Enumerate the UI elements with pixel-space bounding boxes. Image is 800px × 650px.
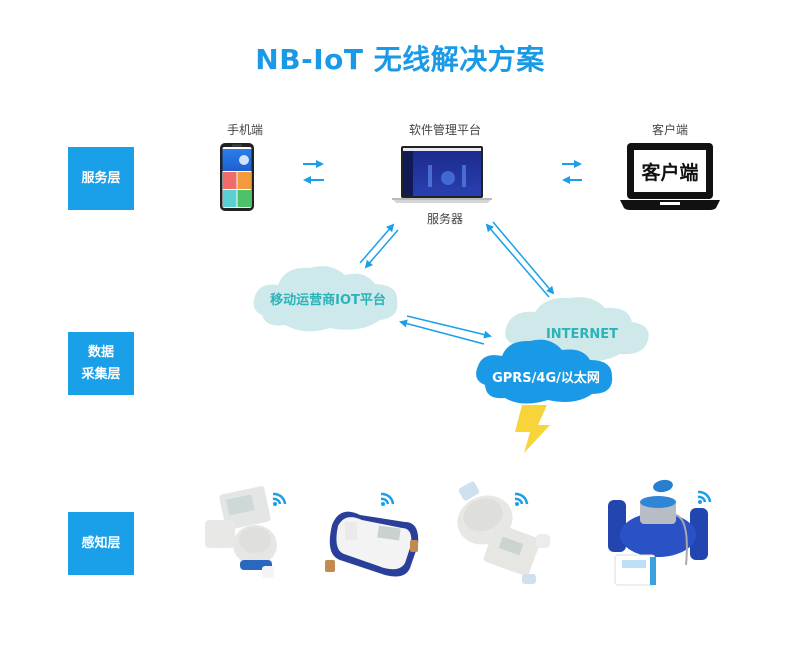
- client-laptop-icon: [620, 143, 720, 210]
- layer-perception: 感知层: [68, 512, 134, 575]
- network-cloud-label: GPRS/4G/以太网: [492, 370, 600, 386]
- arrows-server-iot: [359, 223, 399, 269]
- wifi-icon: [697, 490, 712, 504]
- wifi-icon: [272, 492, 287, 506]
- layer-perception-label: 感知层: [81, 535, 121, 551]
- laptop-server-icon: [392, 146, 492, 203]
- water-meter-2-image: [325, 511, 419, 577]
- arrows-iot-network: [399, 315, 492, 345]
- mobile-label: 手机端: [226, 123, 263, 137]
- large-water-meter-image: [608, 479, 708, 586]
- client-label: 客户端: [651, 123, 688, 137]
- server-label: 服务器: [426, 212, 463, 226]
- wifi-icon: [514, 492, 529, 506]
- network-cloud: [476, 339, 613, 404]
- iot-cloud-label: 移动运营商IOT平台: [270, 292, 386, 308]
- layer-service-label: 服务层: [81, 170, 121, 186]
- arrows-platform-client: [562, 160, 582, 184]
- arrows-server-internet: [485, 221, 555, 298]
- page-title: NB-IoT 无线解决方案: [255, 43, 545, 76]
- water-meter-1-image: [205, 486, 277, 578]
- water-meter-3-image: [457, 481, 550, 584]
- layer-service: 服务层: [68, 147, 134, 210]
- wifi-icon: [380, 492, 395, 506]
- mobile-phone-icon: [220, 143, 254, 211]
- layer-data-label-line2: 采集层: [81, 366, 121, 382]
- iot-platform-cloud: [253, 266, 398, 332]
- internet-cloud-label: INTERNET: [546, 327, 618, 342]
- layer-data: 数据 采集层: [68, 332, 134, 395]
- layer-data-label-line1: 数据: [87, 344, 114, 360]
- arrows-mobile-platform: [303, 160, 324, 184]
- lightning-icon: [515, 405, 550, 453]
- platform-label: 软件管理平台: [408, 123, 481, 137]
- client-screen-text: 客户端: [641, 161, 698, 184]
